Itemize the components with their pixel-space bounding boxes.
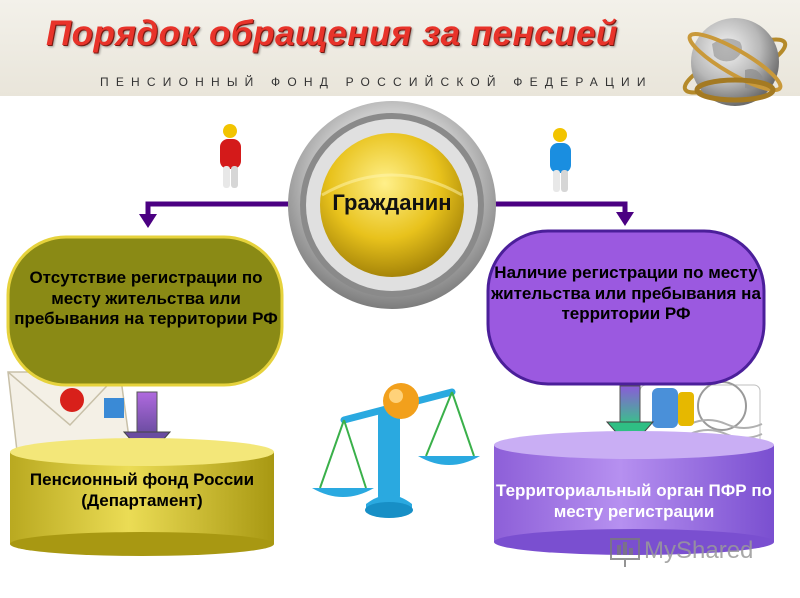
center-label: Гражданин xyxy=(332,190,452,215)
connector-right xyxy=(485,201,634,226)
envelope-icon xyxy=(7,371,133,461)
left-condition-text: Отсутствие регистрации по месту жительст… xyxy=(14,268,278,329)
right-target-cylinder xyxy=(494,431,774,555)
presentation-icon xyxy=(610,538,640,567)
right-target-text: Территориальный орган ПФР по месту регис… xyxy=(496,481,772,521)
right-condition-text: Наличие регистрации по месту жительства … xyxy=(491,263,761,324)
right-condition-box xyxy=(486,229,766,386)
header-band xyxy=(0,0,800,96)
page-subtitle: ПЕНСИОННЫЙ ФОНД РОССИЙСКОЙ ФЕДЕРАЦИИ xyxy=(100,75,653,89)
scales-icon xyxy=(312,383,480,518)
center-badge xyxy=(288,101,496,309)
person-red-icon xyxy=(220,124,241,188)
watermark: MyShared xyxy=(644,537,754,564)
page-title: Порядок обращения за пенсией xyxy=(46,14,618,53)
person-blue-icon xyxy=(550,128,571,192)
connector-left xyxy=(139,201,300,228)
left-condition-box xyxy=(6,235,284,387)
left-target-cylinder xyxy=(10,438,274,556)
globe-icon xyxy=(682,18,788,106)
left-target-text: Пенсионный фонд России (Департамент) xyxy=(29,470,255,510)
